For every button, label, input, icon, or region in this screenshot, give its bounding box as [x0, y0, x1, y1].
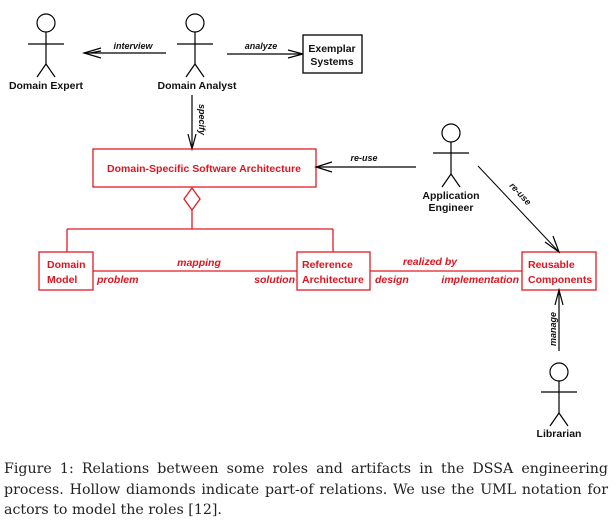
artifact-domain-model: Domain Model: [38, 251, 94, 291]
artifact-label: Model: [47, 274, 77, 286]
artifact-label: Reference: [302, 259, 353, 271]
open-arrowhead-icon: [313, 161, 333, 173]
stick-figure-icon: [433, 123, 469, 188]
relation-label: analyze: [245, 41, 278, 51]
relation-specify: specify: [187, 95, 207, 152]
relation-label: realized by: [403, 256, 458, 268]
relation-label: specify: [197, 104, 207, 136]
artifact-label: Domain-Specific Software Architecture: [107, 163, 301, 175]
actor-label: Librarian: [537, 428, 582, 440]
relation-role-label: solution: [254, 274, 295, 286]
caption-line: actors to model the roles [12].: [4, 502, 222, 518]
relation-reuse-components: re-use: [477, 165, 561, 254]
actor-label: Domain Expert: [9, 80, 84, 92]
actor-label: Application: [422, 190, 479, 202]
figure-caption: Figure 1: Relations between some roles a…: [4, 459, 608, 521]
artifact-exemplar-systems: Exemplar Systems: [302, 34, 363, 74]
artifact-reusable-components: Reusable Components: [521, 251, 597, 291]
relation-interview: interview: [81, 41, 166, 59]
open-arrowhead-icon: [81, 47, 102, 59]
actor-domain-expert: Domain Expert: [9, 13, 84, 92]
artifact-label: Systems: [310, 56, 353, 68]
actor-domain-analyst: Domain Analyst: [158, 13, 237, 92]
relation-role-label: design: [375, 274, 409, 286]
artifact-label: Components: [528, 274, 592, 286]
relation-mapping: mapping problem solution: [93, 257, 297, 286]
open-arrowhead-icon: [554, 287, 564, 306]
actor-application-engineer: Application Engineer: [422, 123, 480, 214]
caption-line: Figure 1: Relations between some roles a…: [4, 461, 608, 477]
actor-librarian: Librarian: [537, 362, 582, 440]
relation-analyze: analyze: [227, 41, 306, 59]
hollow-diamond-icon: [183, 186, 201, 212]
artifact-label: Architecture: [302, 274, 364, 286]
dssa-diagram: Domain Expert Domain Analyst interview a…: [9, 13, 597, 440]
part-of-relation: [66, 186, 334, 252]
stick-figure-icon: [177, 13, 213, 78]
artifact-label: Exemplar: [308, 43, 355, 55]
open-arrowhead-icon: [544, 235, 561, 254]
caption-line: process. Hollow diamonds indicate part-o…: [4, 481, 608, 498]
relation-manage: manage: [548, 287, 564, 351]
relation-label: mapping: [177, 257, 221, 269]
artifact-dssa: Domain-Specific Software Architecture: [92, 148, 317, 188]
artifact-reference-architecture: Reference Architecture: [296, 251, 371, 291]
stick-figure-icon: [541, 362, 577, 427]
actor-label: Domain Analyst: [158, 80, 237, 92]
relation-realized-by: realized by design implementation: [370, 256, 522, 286]
stick-figure-icon: [28, 13, 64, 78]
relation-role-label: implementation: [441, 274, 519, 286]
artifact-label: Domain: [47, 259, 86, 271]
actor-label: Engineer: [429, 202, 474, 214]
artifact-label: Reusable: [528, 259, 575, 271]
relation-label: re-use: [350, 153, 377, 163]
relation-role-label: problem: [96, 274, 138, 286]
relation-label: manage: [548, 312, 558, 346]
relation-label: re-use: [508, 181, 534, 208]
relation-label: interview: [113, 41, 153, 51]
relation-reuse-dssa: re-use: [313, 153, 416, 173]
